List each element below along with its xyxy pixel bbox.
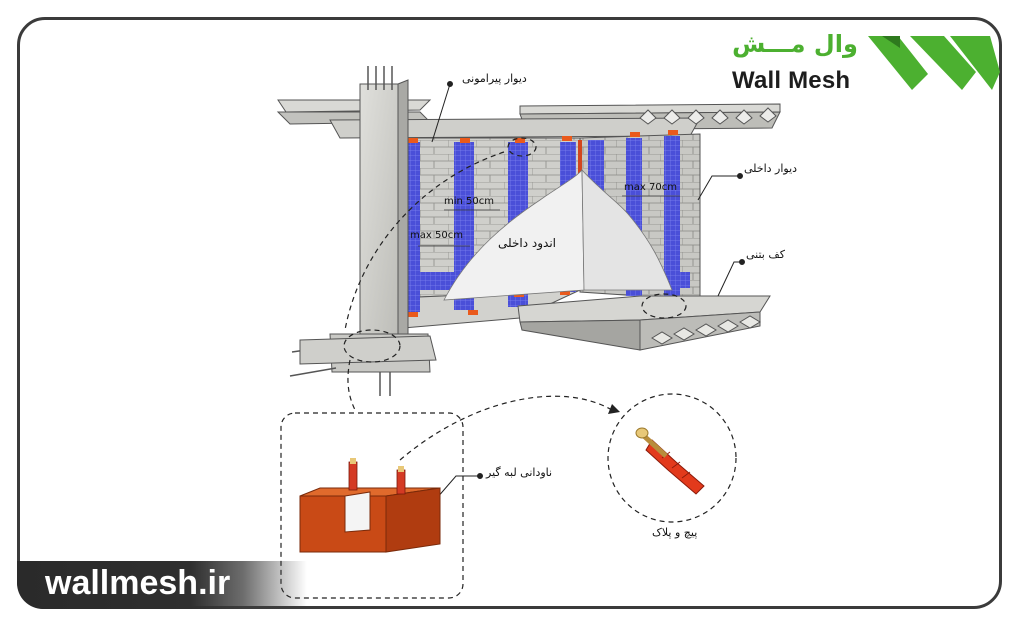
interior-plaster-right [581,168,673,291]
label-screw-anchor: پیچ و پلاک [652,526,698,539]
top-beam [276,99,781,139]
label-channel: ناودانی لبه گیر [486,466,553,479]
channel-detail [299,458,441,553]
label-perimeter-wall: دیوار پیرامونی [462,72,527,85]
screw-anchor-detail [635,427,705,495]
callout-arrow [608,404,620,414]
website-text: wallmesh.ir [45,564,231,602]
concrete-floor [517,295,771,351]
interior-plaster [443,168,585,301]
roof-joists [639,107,777,125]
wallmesh-logo-mark [868,36,1000,90]
label-interior-wall: دیوار داخلی [744,162,798,175]
label-interior-plaster: اندود داخلی [498,236,556,250]
leader-lines [429,81,745,507]
website-badge: wallmesh.ir [17,561,307,609]
label-min-spacing: min 50cm [444,196,494,207]
brand-logo: وال مـــش Wall Mesh [730,30,1000,98]
label-max-spacing-right: max 70cm [624,182,677,193]
label-max-spacing-left: max 50cm [410,230,463,241]
brand-name-fa: وال مـــش [732,30,858,58]
lower-beam [299,335,437,365]
callout-lines [280,137,737,599]
dimension-lines [418,195,680,247]
brand-name-en: Wall Mesh [732,67,851,94]
label-concrete-floor: کف بتنی [746,248,785,261]
